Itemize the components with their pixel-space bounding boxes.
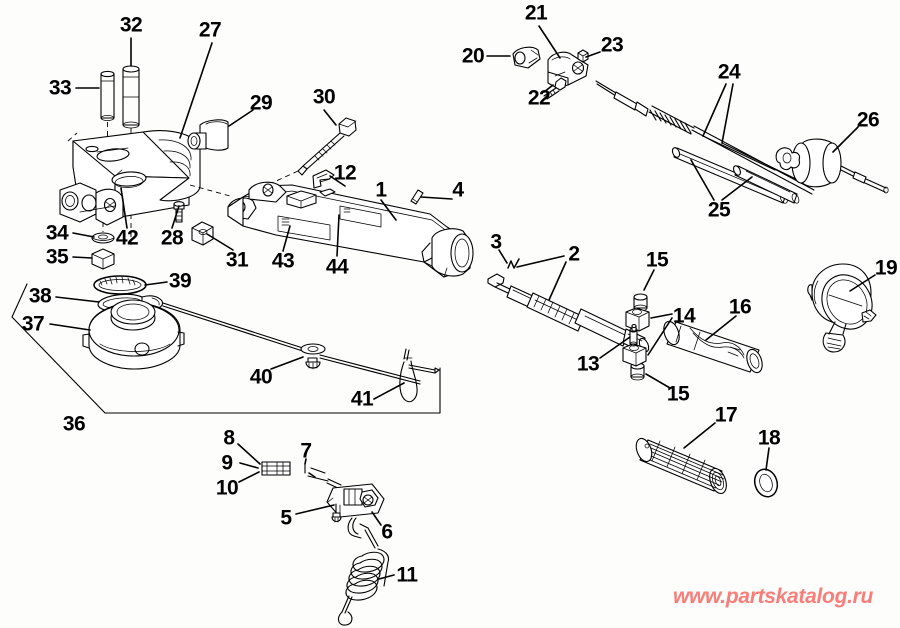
callout-number-1[interactable]: 1	[375, 178, 387, 202]
part-19-clamp	[807, 263, 877, 353]
callout-number-40[interactable]: 40	[249, 365, 273, 389]
callout-number-11[interactable]: 11	[396, 563, 418, 587]
part-22-screw	[543, 77, 567, 100]
callout-number-13[interactable]: 13	[576, 352, 600, 376]
callout-number-24[interactable]: 24	[717, 60, 741, 84]
callout-number-34[interactable]: 34	[45, 221, 69, 245]
callout-number-19[interactable]: 19	[874, 256, 898, 280]
part-26-barrel	[775, 138, 889, 194]
callout-number-33[interactable]: 33	[48, 76, 72, 100]
callout-number-15[interactable]: 15	[666, 382, 690, 406]
callout-number-3[interactable]: 3	[490, 230, 502, 254]
part-13-pin	[629, 323, 638, 347]
callout-number-10[interactable]: 10	[215, 476, 239, 500]
part-37-housing	[82, 299, 185, 370]
part-6-stop-switch	[326, 483, 385, 539]
callout-number-36[interactable]: 36	[62, 412, 86, 436]
callout-number-18[interactable]: 18	[757, 426, 781, 450]
callout-number-29[interactable]: 29	[249, 91, 273, 115]
callout-number-16[interactable]: 16	[728, 295, 752, 319]
callout-number-31[interactable]: 31	[225, 248, 249, 272]
part-4-roll-pin	[410, 189, 424, 205]
part-23-nut	[577, 49, 589, 63]
part-25-tubes	[671, 147, 800, 204]
part-40-retainer	[300, 343, 326, 370]
callout-number-38[interactable]: 38	[28, 284, 52, 308]
callout-number-6[interactable]: 6	[381, 520, 393, 544]
callout-number-21[interactable]: 21	[524, 1, 548, 25]
part-15-bushing-upper	[633, 293, 648, 312]
part-14-collar-upper	[625, 307, 650, 332]
part-29-bushing	[187, 119, 229, 151]
part-16-throttle-tube	[663, 320, 763, 374]
part-39-seal-ring	[93, 275, 147, 295]
callout-number-39[interactable]: 39	[168, 269, 192, 293]
callout-number-23[interactable]: 23	[600, 33, 624, 57]
callout-number-43[interactable]: 43	[271, 249, 295, 273]
callout-number-20[interactable]: 20	[461, 44, 485, 68]
callout-number-30[interactable]: 30	[312, 85, 336, 109]
part-8-9-10-connector	[261, 461, 291, 476]
part-30-bolt	[251, 117, 357, 193]
part-12-clip	[312, 169, 335, 189]
callout-number-12[interactable]: 12	[333, 161, 357, 185]
part-1-steering-arm	[227, 181, 474, 278]
callout-number-2[interactable]: 2	[568, 242, 580, 266]
part-33-pin	[100, 70, 115, 121]
callout-number-17[interactable]: 17	[714, 403, 738, 427]
part-27-swivel-bracket	[59, 130, 231, 226]
callout-number-7[interactable]: 7	[300, 439, 312, 463]
group-36-boundary	[11, 283, 441, 414]
part-31-nut	[191, 221, 214, 246]
part-35-nut	[91, 248, 115, 270]
callout-number-28[interactable]: 28	[160, 226, 184, 250]
part-7-lead	[304, 463, 342, 490]
part-41-cotter-pin	[399, 348, 440, 403]
site-watermark: www.partskatalog.ru	[672, 585, 874, 608]
callout-number-5[interactable]: 5	[280, 506, 292, 530]
part-34-washer	[91, 232, 115, 244]
part-11-coil-lanyard	[337, 527, 390, 626]
part-17-grip	[635, 437, 727, 495]
callout-number-15[interactable]: 15	[645, 248, 669, 272]
callout-number-4[interactable]: 4	[452, 178, 464, 202]
leader-lines	[49, 25, 876, 580]
callout-number-37[interactable]: 37	[21, 312, 45, 336]
part-32-pin	[122, 65, 140, 129]
callout-number-32[interactable]: 32	[119, 13, 143, 37]
callout-number-42[interactable]: 42	[115, 226, 139, 250]
callout-number-27[interactable]: 27	[198, 18, 222, 42]
callout-number-8[interactable]: 8	[223, 426, 235, 450]
spring-coils	[648, 105, 695, 135]
callout-number-26[interactable]: 26	[856, 108, 880, 132]
callout-number-14[interactable]: 14	[672, 304, 696, 328]
callout-number-44[interactable]: 44	[325, 255, 349, 279]
part-3-clip	[507, 258, 520, 269]
part-20-clevis	[512, 46, 541, 69]
part-18-o-ring	[753, 468, 779, 498]
lanyard-coils	[345, 551, 385, 601]
part-14-collar-lower	[622, 343, 647, 367]
callout-number-9[interactable]: 9	[221, 451, 233, 475]
callout-number-41[interactable]: 41	[350, 387, 374, 411]
callout-number-35[interactable]: 35	[45, 245, 69, 269]
callout-number-22[interactable]: 22	[527, 86, 551, 110]
callout-number-25[interactable]: 25	[707, 198, 731, 222]
part-24-rod-assembly	[595, 80, 815, 195]
